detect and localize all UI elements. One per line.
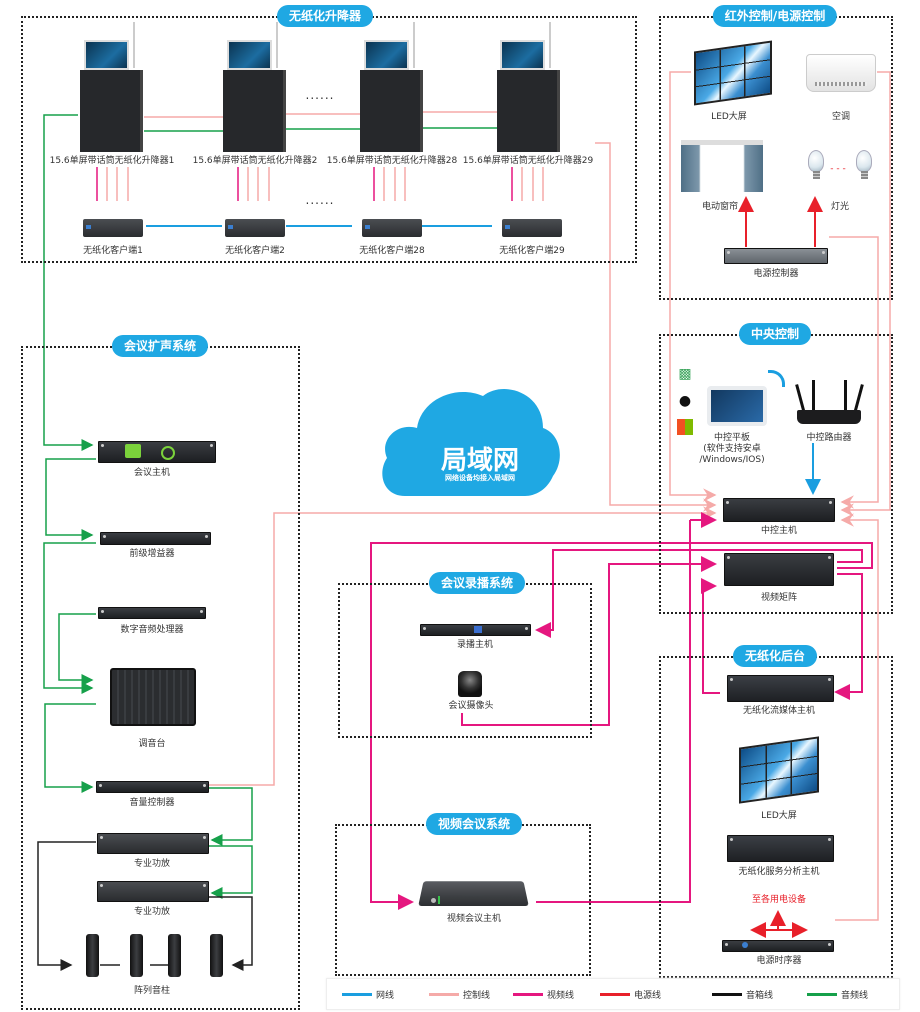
lifter-label: 15.6单屏带话筒无纸化升降器1 <box>49 156 175 166</box>
lifter-ellipsis: ...... <box>305 88 335 102</box>
legend-swatch <box>513 993 543 996</box>
zone-title-ir-power: 红外控制/电源控制 <box>712 5 838 27</box>
client-label: 无纸化客户端2 <box>225 246 285 256</box>
android-icon: ▩ <box>678 366 692 382</box>
zone-recording <box>338 583 592 738</box>
to-power-devices-label: 至各用电设备 <box>751 895 807 905</box>
client-label: 无纸化客户端29 <box>499 246 565 256</box>
lifter-interconnect <box>43 111 500 451</box>
legend-swatch <box>600 993 630 996</box>
windows-icon <box>677 419 693 435</box>
client-label: 无纸化客户端1 <box>83 246 143 256</box>
wifi-icon <box>768 370 785 387</box>
legend-item-speaker: 音箱线 <box>712 988 773 1001</box>
legend-swatch <box>712 993 742 996</box>
lifter-label: 15.6单屏带话筒无纸化升降器2 <box>192 156 318 166</box>
client-label: 无纸化客户端28 <box>359 246 425 256</box>
zone-title-backend: 无纸化后台 <box>732 645 818 667</box>
zone-title-recording: 会议录播系统 <box>428 572 526 594</box>
zone-title-lifters: 无纸化升降器 <box>276 5 374 27</box>
bulb-icon <box>808 150 824 179</box>
legend-swatch <box>807 993 837 996</box>
zone-title-videoconf: 视频会议系统 <box>425 813 523 835</box>
legend-item-network: 网线 <box>342 988 394 1001</box>
lifter-label: 15.6单屏带话筒无纸化升降器28 <box>326 156 458 166</box>
zone-title-pa: 会议扩声系统 <box>111 335 209 357</box>
lifter-control-line <box>595 142 717 512</box>
lifter-client-links <box>96 167 544 201</box>
legend: 网线 控制线 视频线 电源线 音箱线 音频线 <box>326 978 900 1010</box>
legend-item-control: 控制线 <box>429 988 490 1001</box>
legend-swatch <box>342 993 372 996</box>
bulb-icon <box>856 150 872 179</box>
lifter-label: 15.6单屏带话筒无纸化升降器29 <box>462 156 594 166</box>
legend-item-power: 电源线 <box>600 988 661 1001</box>
legend-item-video: 视频线 <box>513 988 574 1001</box>
legend-item-audio: 音频线 <box>807 988 868 1001</box>
legend-swatch <box>429 993 459 996</box>
zone-title-central: 中央控制 <box>738 323 812 345</box>
apple-icon: ● <box>678 393 692 409</box>
client-ellipsis: ...... <box>305 193 335 207</box>
